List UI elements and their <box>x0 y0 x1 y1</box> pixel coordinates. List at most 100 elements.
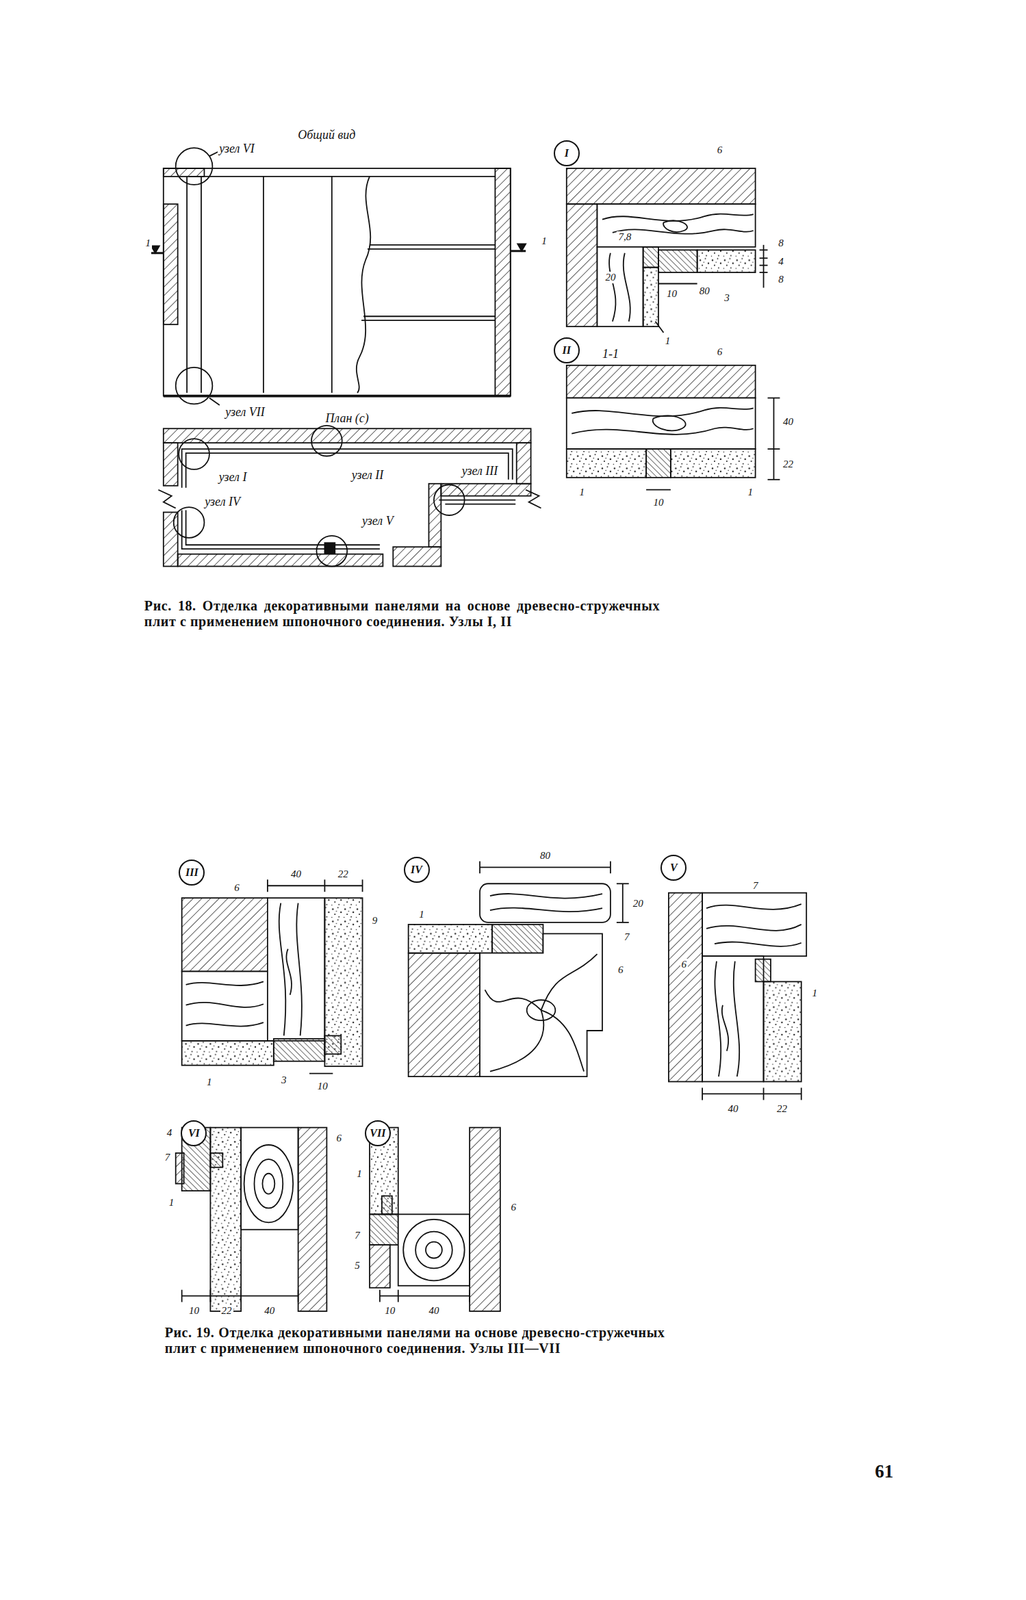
detail-two <box>571 407 753 417</box>
view-label: узел II <box>350 468 386 483</box>
dimension-label: 7 <box>751 880 760 892</box>
detail-three <box>324 1035 341 1055</box>
detail-six <box>175 1127 328 1312</box>
detail-four <box>479 867 611 869</box>
detail-three <box>182 1041 274 1066</box>
plan-view <box>182 510 380 550</box>
elevation-view <box>163 203 178 325</box>
detail-three <box>324 898 363 1067</box>
view-label: Общий вид <box>296 128 357 143</box>
detail-four <box>492 924 544 954</box>
detail-one <box>602 214 754 222</box>
dimension-label: 1 <box>663 335 673 348</box>
detail-five <box>701 1087 703 1100</box>
plan-view <box>311 425 343 457</box>
elevation-view <box>175 367 213 405</box>
plan-view <box>433 484 465 516</box>
detail-number: IV <box>410 864 423 876</box>
detail-two <box>646 489 671 491</box>
detail-four <box>622 883 624 923</box>
view-label: узел I <box>217 470 249 485</box>
elevation-view <box>494 168 510 397</box>
detail-marker: VII <box>364 1120 391 1147</box>
dimension-label: 20 <box>603 271 617 284</box>
dimension-label: 7,8 <box>616 231 633 243</box>
plan-view <box>182 449 513 489</box>
elevation-view <box>356 176 371 393</box>
detail-two <box>773 398 775 480</box>
dimension-label: 6 <box>616 964 625 977</box>
figure-caption: Рис. 19. Отделка декоративными панелями … <box>163 1325 667 1357</box>
detail-seven <box>397 1290 400 1303</box>
dimension-label: 40 <box>781 416 795 428</box>
dimension-label: 22 <box>336 868 350 881</box>
detail-five <box>763 981 802 1082</box>
view-label: План (с) <box>323 412 370 426</box>
elevation-view <box>200 176 202 393</box>
plan-view <box>163 442 178 486</box>
elevation-view <box>151 251 164 254</box>
dimension-label: 80 <box>698 285 712 298</box>
detail-three <box>273 1039 326 1062</box>
detail-four <box>479 861 481 874</box>
detail-two <box>571 427 753 435</box>
dimension-label: 4 <box>776 255 786 268</box>
detail-seven <box>398 1214 470 1286</box>
detail-one <box>597 247 644 327</box>
detail-seven <box>369 1127 501 1312</box>
dimension-label: 10 <box>316 1080 330 1093</box>
detail-seven <box>469 1127 501 1312</box>
plan-view <box>163 428 532 443</box>
detail-three <box>362 879 364 892</box>
dimension-label: 80 <box>538 850 552 862</box>
detail-seven <box>379 1295 470 1298</box>
dimension-label: 22 <box>220 1305 234 1317</box>
dimension-label: 1 <box>811 987 820 1000</box>
detail-one <box>759 271 768 274</box>
detail-six <box>298 1127 328 1312</box>
detail-one <box>566 203 598 327</box>
dimension-label: 6 <box>334 1132 343 1145</box>
elevation-view <box>262 176 265 393</box>
plan-view <box>444 503 516 506</box>
detail-six <box>182 1295 299 1298</box>
detail-seven <box>403 1219 465 1281</box>
plan-view <box>178 438 210 470</box>
detail-three <box>279 903 287 1037</box>
plan-view <box>516 442 532 484</box>
detail-five <box>714 961 721 1077</box>
detail-four <box>408 861 630 1077</box>
detail-two <box>566 365 756 399</box>
dimension-label: 3 <box>722 292 731 304</box>
detail-one <box>658 249 698 273</box>
elevation-view <box>209 398 220 406</box>
detail-four <box>490 908 603 913</box>
dimension-label: 4 <box>165 1127 174 1139</box>
detail-one <box>609 253 616 322</box>
detail-four <box>527 999 556 1021</box>
detail-six <box>210 1127 241 1312</box>
dimension-label: 8 <box>776 273 786 286</box>
dimension-label: 1 <box>355 1168 364 1181</box>
detail-four <box>484 989 541 1011</box>
plan-view <box>438 499 516 502</box>
detail-five <box>668 893 703 1083</box>
detail-five <box>702 1093 802 1096</box>
detail-four <box>616 921 630 924</box>
detail-seven <box>379 1290 381 1303</box>
dimension-label: 40 <box>427 1305 441 1317</box>
dimension-label: 1 <box>205 1076 214 1089</box>
detail-three <box>286 949 292 996</box>
detail-seven <box>369 1214 399 1246</box>
view-label: узел IV <box>203 495 242 510</box>
view-label: узел VI <box>217 142 256 157</box>
elevation-view <box>517 243 526 251</box>
detail-marker: III <box>178 859 205 886</box>
detail-four <box>609 861 612 874</box>
elevation-view <box>510 249 526 252</box>
detail-five <box>714 942 802 947</box>
detail-two <box>652 415 686 431</box>
plan-view <box>186 453 509 489</box>
detail-one <box>623 253 631 322</box>
